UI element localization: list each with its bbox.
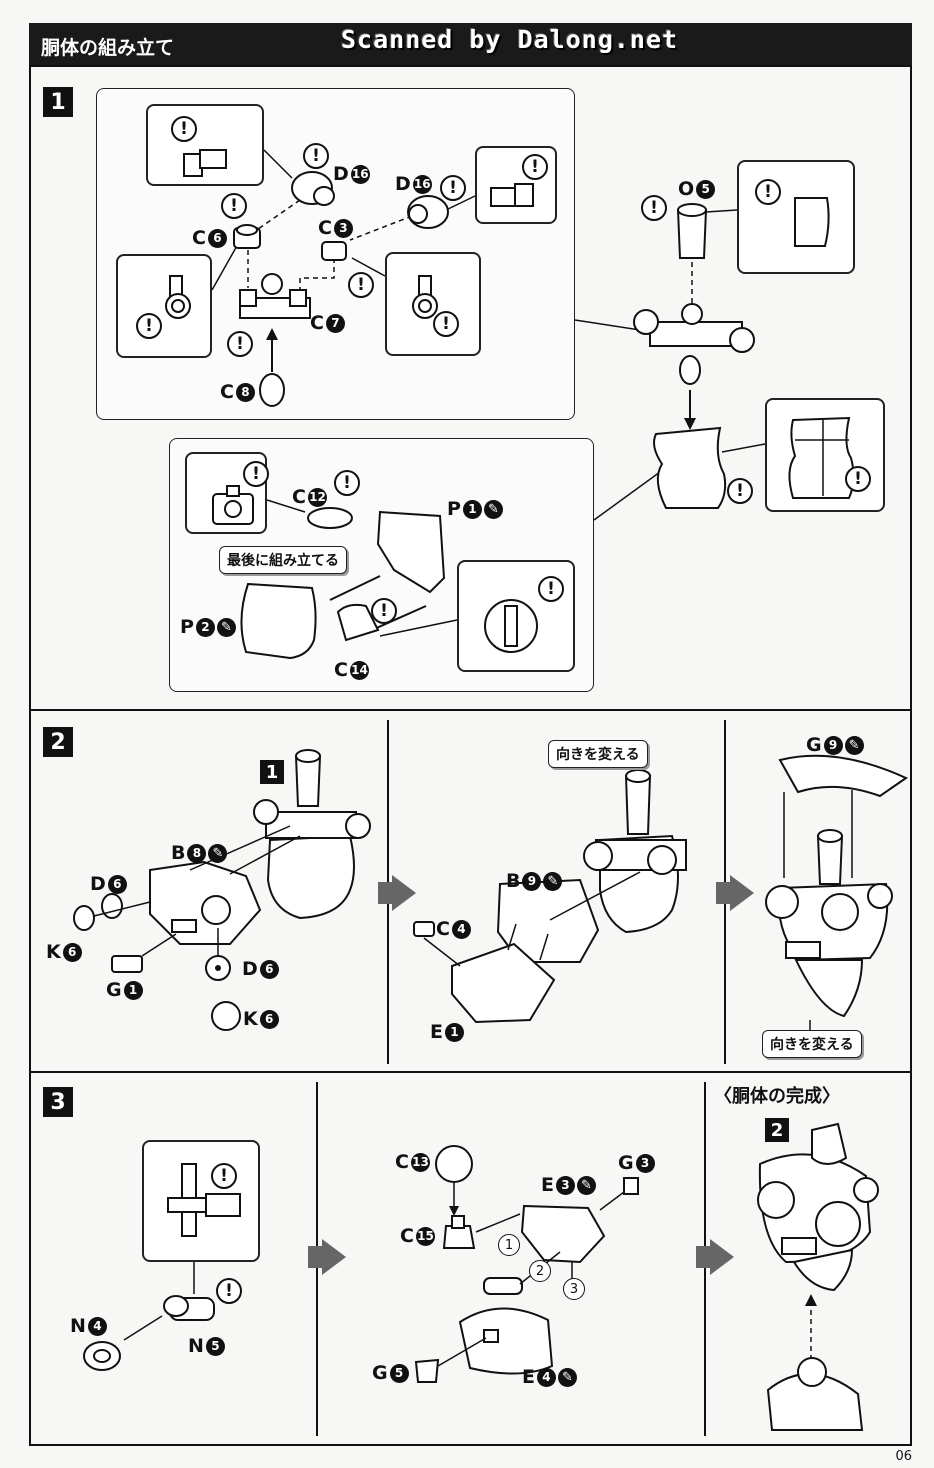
caution-icon: ! (641, 195, 667, 221)
next-step-arrow-icon (730, 875, 754, 911)
caution-icon: ! (303, 143, 329, 169)
caution-icon: ! (216, 1278, 242, 1304)
caution-icon: ! (171, 116, 197, 142)
caution-icon: ! (538, 576, 564, 602)
cement-icon: ✎ (216, 617, 236, 637)
detail-callout-d16 (146, 104, 264, 186)
step-number: 2 (43, 727, 73, 757)
completion-title: 〈胴体の完成〉 (714, 1086, 840, 1107)
step-number: 1 (43, 87, 73, 117)
caution-icon: ! (334, 470, 360, 496)
next-arrow-tail (716, 882, 730, 904)
step-1-parts-drawing (211, 149, 766, 660)
detail-callout-c14 (457, 560, 575, 672)
detail-callout-torso (765, 398, 885, 512)
next-arrow-tail (308, 1246, 322, 1268)
caution-icon: ! (348, 272, 374, 298)
cement-icon: ✎ (576, 1175, 596, 1195)
note-assemble-last: 最後に組み立てる (219, 546, 347, 574)
detail-callout-c3 (385, 252, 481, 356)
next-step-arrow-icon (392, 875, 416, 911)
caution-icon: ! (371, 598, 397, 624)
next-step-arrow-icon (322, 1239, 346, 1275)
caution-icon: ! (243, 461, 269, 487)
cement-icon: ✎ (557, 1367, 577, 1387)
detail-callout-c6 (116, 254, 212, 358)
order-mark-2: 2 (529, 1260, 551, 1282)
next-arrow-tail (696, 1246, 710, 1268)
cement-icon: ✎ (208, 843, 228, 863)
step-3-panel: 3 (29, 1071, 912, 1446)
caution-icon: ! (522, 154, 548, 180)
caution-icon: ! (136, 313, 162, 339)
caution-icon: ! (433, 311, 459, 337)
detail-callout-c12 (185, 452, 267, 534)
scan-watermark: Scanned by Dalong.net (341, 25, 679, 54)
page-number: 06 (895, 1449, 912, 1464)
detail-callout-n5 (142, 1140, 260, 1262)
note-turn-around: 向きを変える (762, 1030, 862, 1058)
order-mark-1: 1 (498, 1234, 520, 1256)
caution-icon: ! (845, 466, 871, 492)
caution-icon: ! (221, 193, 247, 219)
order-mark-3: 3 (563, 1278, 585, 1300)
step-reference-badge: 1 (260, 760, 284, 784)
caution-icon: ! (440, 175, 466, 201)
page-header: 胴体の組み立て Scanned by Dalong.net (29, 23, 912, 65)
next-step-arrow-icon (710, 1239, 734, 1275)
caution-icon: ! (755, 179, 781, 205)
step-reference-badge: 2 (765, 1118, 789, 1142)
note-turn-around: 向きを変える (548, 740, 648, 768)
caution-icon: ! (727, 478, 753, 504)
page-title: 胴体の組み立て (41, 37, 175, 59)
step-2-parts-drawing (73, 749, 909, 1031)
detail-callout-o5 (737, 160, 855, 274)
caution-icon: ! (211, 1163, 237, 1189)
step-number: 3 (43, 1087, 73, 1117)
cement-icon: ✎ (543, 871, 563, 891)
cement-icon: ✎ (844, 735, 864, 755)
caution-icon: ! (227, 331, 253, 357)
cement-icon: ✎ (483, 499, 503, 519)
next-arrow-tail (378, 882, 392, 904)
